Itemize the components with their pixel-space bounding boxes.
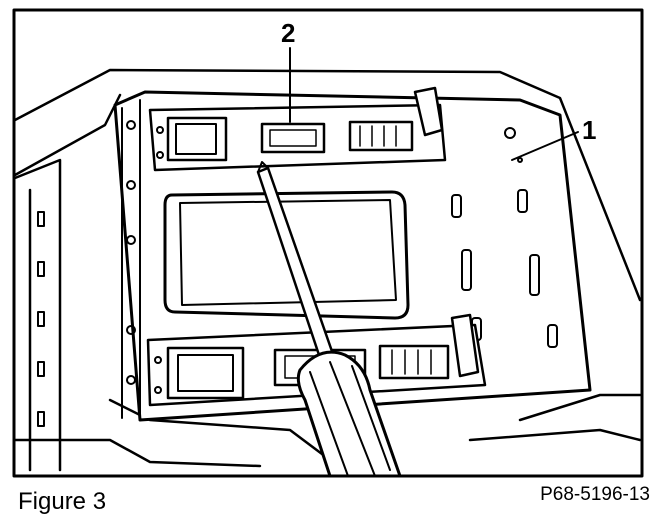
- callout-1-label: 1: [582, 115, 597, 145]
- connector-strip-top: [148, 86, 447, 172]
- callout-2-label: 2: [281, 18, 296, 48]
- figure-caption: Figure 3: [18, 488, 107, 515]
- housing-body: [13, 68, 642, 472]
- figure-reference-code: P68-5196-13: [540, 484, 650, 505]
- callout-1-leader: [511, 131, 579, 161]
- screwdriver: [256, 161, 402, 478]
